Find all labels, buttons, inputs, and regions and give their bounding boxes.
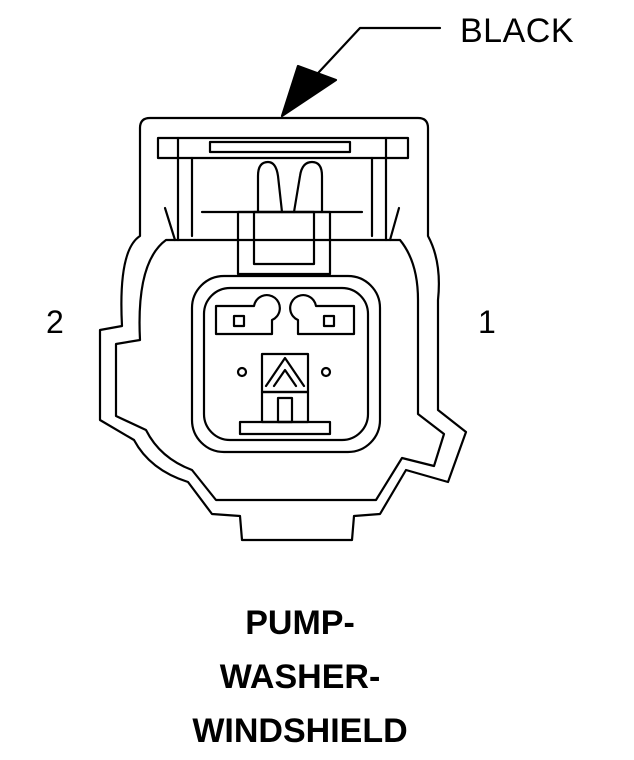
- connector-housing-inner: [114, 238, 446, 502]
- terminal-cavity: [190, 274, 382, 454]
- alignment-dot-right: [320, 366, 332, 378]
- alignment-dot-left: [236, 366, 248, 378]
- connector-housing-outer: [98, 116, 468, 542]
- caption-line-3: WINDSHIELD: [192, 712, 408, 750]
- locking-tab: [236, 160, 332, 276]
- pin-label-2: 2: [46, 304, 64, 340]
- terminal-pin-1: [289, 293, 356, 336]
- wire-color-label: BLACK: [460, 12, 574, 50]
- pin-label-1: 1: [478, 304, 496, 340]
- leader-arrow: [280, 26, 442, 118]
- latch-frame: [156, 136, 410, 242]
- caption-line-1: PUMP-: [245, 604, 355, 642]
- connector-diagram: [98, 26, 468, 542]
- center-key: [238, 352, 332, 436]
- caption-line-2: WASHER-: [219, 658, 381, 696]
- terminal-pin-2: [214, 293, 281, 336]
- connector-caption: PUMP- WASHER- WINDSHIELD: [0, 596, 600, 758]
